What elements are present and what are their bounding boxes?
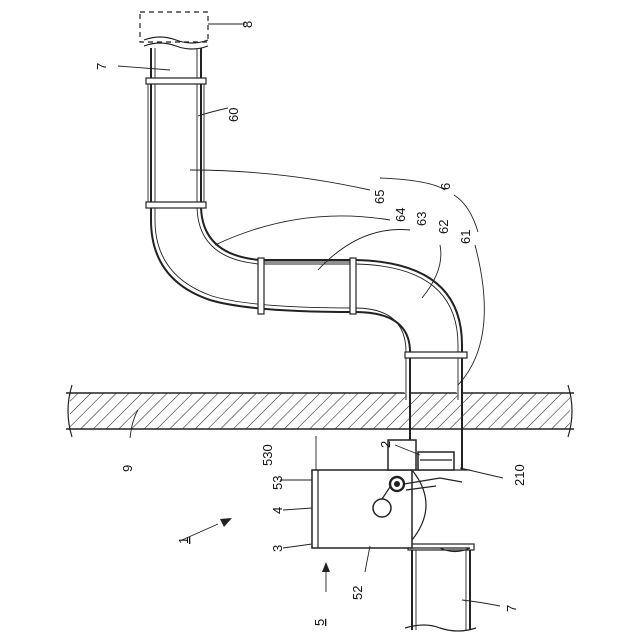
label-53: 53 bbox=[270, 476, 285, 490]
joint-63-left bbox=[258, 258, 264, 314]
label-1: 1 bbox=[176, 537, 191, 544]
joint-60-bottom bbox=[146, 202, 206, 208]
label-62: 62 bbox=[436, 220, 451, 234]
label-60: 60 bbox=[226, 108, 241, 122]
label-63: 63 bbox=[414, 212, 429, 226]
label-61: 61 bbox=[458, 230, 473, 244]
joint-63-right bbox=[350, 258, 356, 314]
label-64: 64 bbox=[393, 208, 408, 222]
label-210: 210 bbox=[512, 464, 527, 486]
label-5: 5 bbox=[312, 619, 327, 626]
joint-61-top bbox=[405, 352, 467, 358]
label-530: 530 bbox=[260, 444, 275, 466]
float-ball-icon bbox=[373, 499, 391, 517]
joint-60-top bbox=[146, 78, 206, 84]
label-9: 9 bbox=[120, 465, 135, 472]
label-65: 65 bbox=[372, 190, 387, 204]
label-6: 6 bbox=[438, 183, 453, 190]
device-box-8 bbox=[140, 12, 208, 42]
label-7-bottom: 7 bbox=[504, 605, 519, 612]
label-52: 52 bbox=[350, 586, 365, 600]
floor-slab bbox=[66, 385, 574, 437]
label-7-top: 7 bbox=[94, 63, 109, 70]
lower-duct-7 bbox=[405, 400, 476, 631]
damper-unit-5 bbox=[312, 440, 470, 552]
label-3: 3 bbox=[270, 545, 285, 552]
label-8: 8 bbox=[240, 21, 255, 28]
label-2: 2 bbox=[378, 441, 393, 448]
label-4: 4 bbox=[270, 507, 285, 514]
